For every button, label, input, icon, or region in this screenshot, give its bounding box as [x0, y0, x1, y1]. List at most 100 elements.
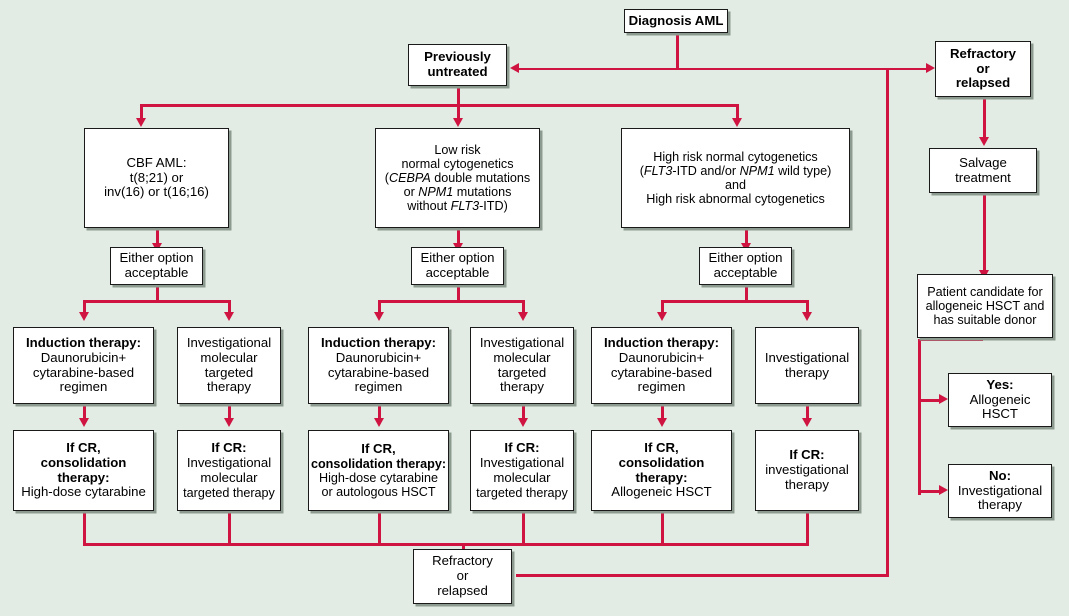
gene-flt3: FLT3 [643, 163, 673, 178]
node-either-option-1[interactable]: Either option acceptable [110, 247, 203, 285]
node-text-line2: treatment [955, 169, 1011, 185]
node-text-line1: CBF AML: [126, 154, 187, 170]
arrow-into-invest1 [223, 312, 234, 321]
connector-either2-left [378, 300, 381, 315]
node-cbf-aml[interactable]: CBF AML: t(8;21) or inv(16) or t(16;16) [84, 128, 229, 228]
arrow-into-cons1 [78, 418, 89, 427]
node-text-line1: If CR: [789, 447, 825, 463]
connector-either2-bar [378, 300, 524, 303]
node-text-line4: regimen [59, 379, 108, 395]
node-previously-untreated[interactable]: Previously untreated [408, 44, 507, 86]
node-text-line2: t(8;21) or [129, 169, 184, 185]
node-text-line2: molecular [493, 349, 551, 365]
node-yes-allogeneic-hsct[interactable]: Yes: Allogeneic HSCT [948, 373, 1052, 427]
node-text-line1: Yes: [986, 376, 1014, 392]
node-text-line1: If CR, [361, 440, 396, 456]
node-text-line4: High-dose cytarabine [21, 484, 146, 500]
node-salvage-treatment[interactable]: Salvage treatment [929, 148, 1037, 193]
node-text-line3: relapsed [955, 75, 1011, 91]
arrow-into-yes [939, 394, 948, 404]
node-text-line3: targeted [497, 364, 547, 380]
node-text-line1: Salvage [959, 154, 1007, 170]
line5-rest: -ITD) [479, 199, 508, 214]
connector-highrisk-to-either3 [745, 228, 748, 247]
node-cr-investigational-1[interactable]: If CR: Investigational molecular targete… [177, 430, 281, 511]
node-text-line2: consolidation [618, 454, 705, 470]
node-text: Diagnosis AML [628, 12, 724, 28]
arrow-into-induction2 [373, 312, 384, 321]
node-text-line2: investigational [765, 462, 849, 478]
node-cr-investigational-2[interactable]: If CR: Investigational molecular targete… [470, 430, 574, 511]
node-no-investigational-therapy[interactable]: No: Investigational therapy [948, 464, 1052, 518]
node-text-line1: Either option [708, 250, 783, 266]
paren: ( [639, 163, 644, 178]
node-investigational-2[interactable]: Investigational molecular targeted thera… [470, 327, 574, 404]
node-text-line2: acceptable [425, 265, 490, 280]
arrow-into-cons2 [373, 418, 384, 427]
connector-candidate-to-down-stub [918, 338, 983, 342]
node-consolidation-1[interactable]: If CR, consolidation therapy: High-dose … [13, 430, 154, 511]
connector-cons1-out [83, 511, 86, 545]
node-induction-therapy-3[interactable]: Induction therapy: Daunorubicin+ cytarab… [591, 327, 732, 404]
connector-crinvest2-out [522, 511, 525, 545]
connector-induction1-down [83, 404, 86, 420]
node-refractory-or-relapsed-bottom[interactable]: Refractory or relapsed [413, 549, 512, 604]
connector-invest2-down [522, 404, 525, 420]
node-text-line2: (FLT3-ITD and/or NPM1 wild type) [640, 164, 832, 178]
node-text-line2: or [456, 568, 469, 584]
arrow-into-cons3 [656, 418, 667, 427]
node-either-option-2[interactable]: Either option acceptable [411, 247, 504, 285]
node-text-line1: Refractory [950, 45, 1016, 61]
line4-pre: or [403, 185, 419, 200]
node-low-risk[interactable]: Low risk normal cytogenetics (CEBPA doub… [375, 128, 540, 228]
node-investigational-1[interactable]: Investigational molecular targeted thera… [177, 327, 281, 404]
arrow-into-induction3 [656, 312, 667, 321]
node-high-risk[interactable]: High risk normal cytogenetics (FLT3-ITD … [621, 128, 850, 228]
node-induction-therapy-2[interactable]: Induction therapy: Daunorubicin+ cytarab… [308, 327, 449, 404]
arrow-into-refractory-top [926, 62, 935, 73]
arrow-into-previously-untreated [510, 62, 519, 73]
node-text-line1: No: [989, 467, 1011, 483]
connector-untreated-down [457, 86, 460, 106]
node-text-line2: molecular [200, 349, 258, 365]
line3-rest: double mutations [430, 170, 531, 185]
node-consolidation-2[interactable]: If CR, consolidation therapy: High-dose … [308, 430, 449, 511]
node-text-line2: consolidation therapy: [310, 456, 447, 471]
node-investigational-3[interactable]: Investigational therapy [755, 327, 859, 404]
node-induction-therapy-1[interactable]: Induction therapy: Daunorubicin+ cytarab… [13, 327, 154, 404]
connector-refractory-to-salvage [983, 97, 986, 140]
node-text-line1: Investigational [186, 334, 272, 350]
node-text-line4: or NPM1 mutations [404, 185, 512, 199]
connector-induction3-down [661, 404, 664, 420]
node-either-option-3[interactable]: Either option acceptable [699, 247, 792, 285]
connector-either1-down [156, 285, 159, 302]
connector-invest1-down [228, 404, 231, 420]
connector-candidate-down [918, 340, 921, 495]
node-consolidation-3[interactable]: If CR, consolidation therapy: Allogeneic… [591, 430, 732, 511]
node-text-line4: targeted therapy [476, 485, 568, 500]
connector-salvage-to-candidate [983, 193, 986, 273]
node-text-line3: targeted [204, 364, 254, 380]
node-text-line3: and [724, 178, 746, 192]
node-diagnosis-aml[interactable]: Diagnosis AML [624, 9, 728, 33]
connector-either3-bar [661, 300, 808, 303]
node-patient-candidate[interactable]: Patient candidate for allogeneic HSCT an… [917, 274, 1053, 338]
node-refractory-or-relapsed-top[interactable]: Refractory or relapsed [935, 41, 1031, 97]
connector-crinvest3-out [806, 511, 809, 545]
node-text-line2: acceptable [124, 265, 189, 280]
arrow-into-low-risk [452, 118, 463, 127]
node-text-line1: Induction therapy: [320, 334, 437, 350]
node-text-line1: Either option [119, 250, 194, 266]
node-text-line3: therapy: [57, 469, 110, 485]
arrow-into-invest3 [801, 312, 812, 321]
node-text-line2: therapy [785, 364, 829, 380]
arrow-into-crinvest3 [801, 418, 812, 427]
node-text-line1: Induction therapy: [25, 334, 142, 350]
node-text-line3: cytarabine-based [610, 364, 713, 380]
node-cr-investigational-3[interactable]: If CR: investigational therapy [755, 430, 859, 511]
arrow-into-induction1 [78, 312, 89, 321]
node-text-line1: If CR, [644, 439, 679, 455]
connector-diagnosis-down [676, 32, 679, 69]
node-text-line2: Investigational [479, 455, 565, 471]
node-text-line4: regimen [637, 379, 686, 395]
